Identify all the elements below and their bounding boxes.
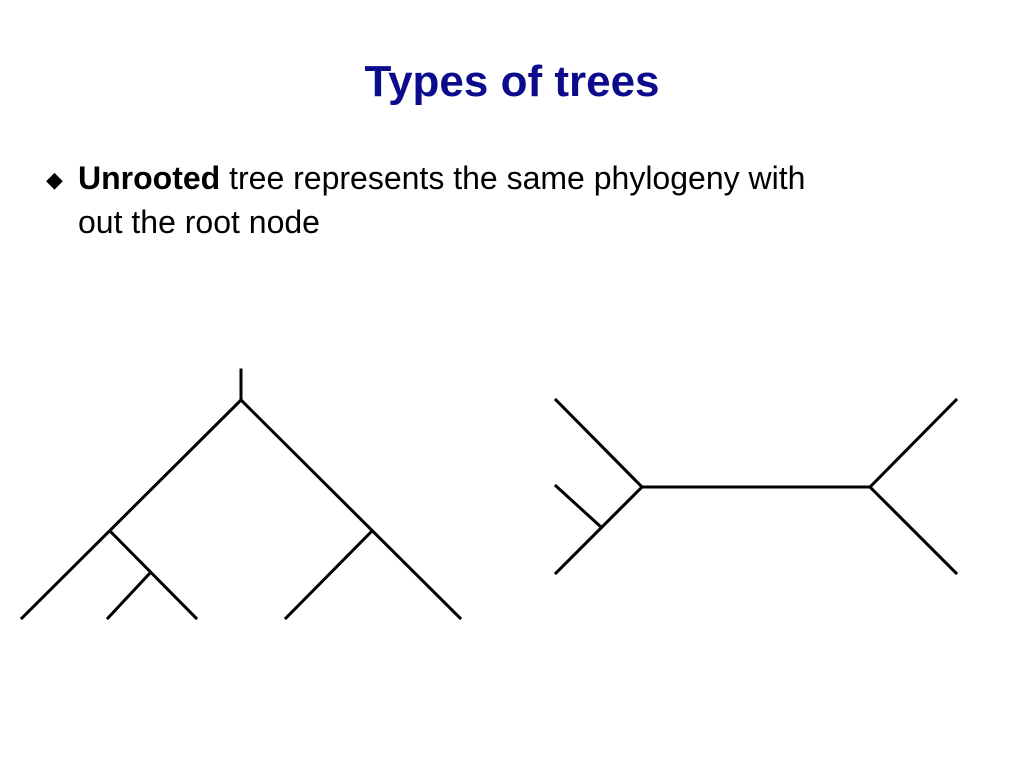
rooted-tree: [19, 368, 463, 621]
bullet-bold-term: Unrooted: [78, 160, 221, 196]
right-upper-leaf: [867, 397, 959, 490]
right-lower-leaf: [867, 484, 959, 576]
bullet-text-line2: out the root node: [78, 204, 320, 240]
left-lower-branch: [553, 484, 645, 576]
bullet-text-line1: tree represents the same phylogeny with: [220, 160, 806, 196]
branch-left: [19, 397, 244, 621]
left-upper-leaf: [553, 397, 645, 490]
bullet-text: Unrooted tree represents the same phylog…: [78, 156, 996, 244]
slide-title: Types of trees: [364, 57, 660, 106]
unrooted-tree: [553, 397, 959, 576]
subbranch-left-leaf: [105, 570, 153, 621]
diamond-bullet-icon: ◆: [46, 167, 63, 192]
subbranch-right-leaf: [283, 528, 375, 621]
branch-right: [238, 397, 463, 621]
left-middle-leaf: [553, 483, 604, 530]
subbranch-left-inner: [107, 528, 199, 621]
